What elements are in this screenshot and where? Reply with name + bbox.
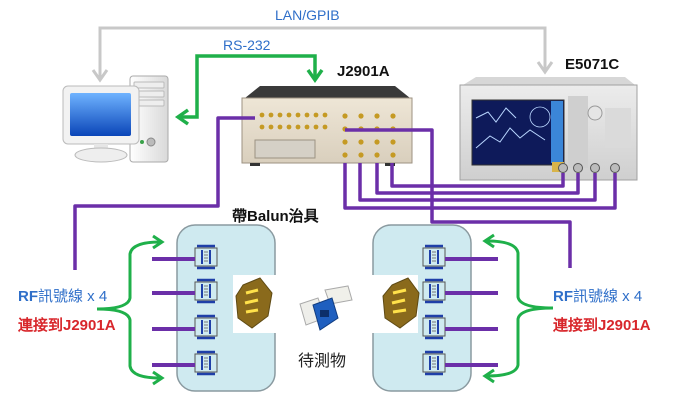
sma-port <box>358 139 364 145</box>
sma-port <box>358 113 364 119</box>
sma-port <box>313 124 319 130</box>
balun-transformer-icon <box>152 314 218 340</box>
sma-port <box>374 113 380 119</box>
sma-port <box>313 112 319 118</box>
balun-transformer-icon <box>422 314 498 340</box>
sma-port <box>295 124 301 130</box>
sma-port <box>322 124 328 130</box>
dut-label: 待測物 <box>298 353 347 370</box>
balun-transformer-icon <box>422 350 498 376</box>
left-brace-arrows <box>96 234 165 386</box>
vna-test-port <box>558 163 568 173</box>
j2901a-switch-matrix-icon <box>241 86 413 166</box>
rs232-connection <box>174 54 324 126</box>
e5071c-label: E5071C <box>565 56 620 73</box>
sma-port <box>259 112 265 118</box>
sma-port <box>277 124 283 130</box>
balun-transformer-icon <box>152 350 218 376</box>
sma-port <box>268 124 274 130</box>
sma-port <box>277 112 283 118</box>
sma-port <box>342 139 348 145</box>
balun-transformer-icon <box>152 244 218 270</box>
left-rf-text: 訊號線 x 4 <box>38 288 108 305</box>
right-rf-prefix: RF <box>553 288 573 305</box>
sma-port <box>342 113 348 119</box>
left-rf-prefix: RF <box>18 288 38 305</box>
j2901a-label: J2901A <box>337 63 390 80</box>
vna-test-port <box>610 163 620 173</box>
balun-transformer-icon <box>422 244 498 270</box>
sma-port <box>304 124 310 130</box>
right-fixture-connector-icon <box>382 277 420 329</box>
balun-transformer-icon <box>422 278 498 304</box>
rf-cables <box>73 116 617 270</box>
sma-port <box>390 139 396 145</box>
sma-port <box>390 113 396 119</box>
sma-port <box>374 152 380 158</box>
sma-port <box>286 124 292 130</box>
rs232-label: RS-232 <box>223 37 271 53</box>
left-fixture-connector-icon <box>235 277 273 329</box>
right-rf-text: 訊號線 x 4 <box>573 288 643 305</box>
sma-port <box>322 112 328 118</box>
lan-gpib-label: LAN/GPIB <box>275 7 340 23</box>
right-rf-cable-note: RF訊號線 x 4 <box>553 285 642 306</box>
sma-port <box>304 112 310 118</box>
vna-test-port <box>573 163 583 173</box>
e5071c-network-analyzer-icon <box>459 77 638 181</box>
left-connect-note: 連接到J2901A <box>18 317 116 334</box>
sma-port <box>268 112 274 118</box>
lan-gpib-connection <box>91 26 554 83</box>
sma-port <box>390 152 396 158</box>
right-connect-note: 連接到J2901A <box>553 317 651 334</box>
sma-port <box>358 152 364 158</box>
sma-port <box>342 152 348 158</box>
dut-rj45-jack-icon <box>299 285 353 331</box>
sma-port <box>259 124 265 130</box>
balun-transformer-icon <box>152 278 218 304</box>
vna-test-port <box>590 163 600 173</box>
sma-port <box>286 112 292 118</box>
right-brace-arrows <box>482 233 554 384</box>
sma-port <box>295 112 301 118</box>
left-rf-cable-note: RF訊號線 x 4 <box>18 285 107 306</box>
pc-computer-icon <box>62 75 169 163</box>
balun-fixture-label: 帶Balun治具 <box>232 208 319 225</box>
sma-port <box>374 139 380 145</box>
